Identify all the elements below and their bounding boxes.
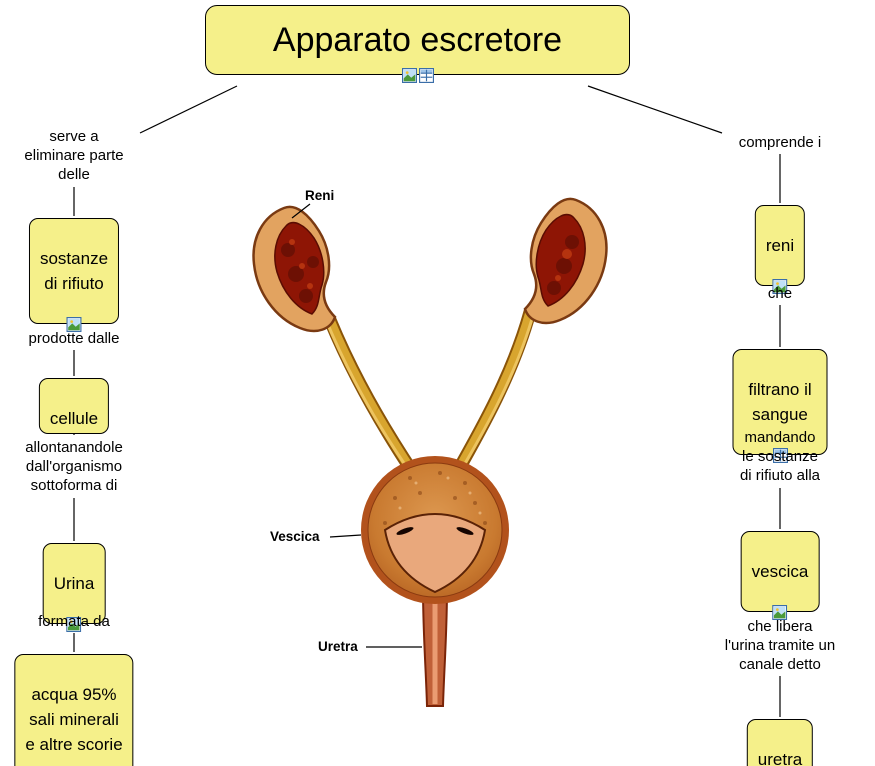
urinary-system-illustration: Reni Vescica Uretra	[252, 188, 608, 707]
root-label: Apparato escretore	[272, 20, 563, 59]
linking-phrase-allontanandole[interactable]: allontanandole dall'organismo sottoforma…	[25, 439, 123, 494]
linking-phrase-serve-a[interactable]: serve a eliminare parte delle	[24, 128, 124, 183]
linking-phrase-prodotte-dalle[interactable]: prodotte dalle	[28, 330, 120, 347]
ureters	[323, 305, 537, 481]
urethra-shape	[421, 587, 449, 707]
linking-phrase-comprende-i[interactable]: comprende i	[738, 134, 822, 151]
concept-node-root[interactable]: Apparato escretore	[205, 5, 630, 83]
illustration-labels: Reni Vescica Uretra	[270, 188, 422, 654]
node-label: Urina	[53, 574, 95, 593]
linking-phrase-formata-da[interactable]: formata da	[38, 613, 110, 630]
bladder-shape	[361, 456, 509, 604]
node-label: acqua 95% sali minerali e altre scorie	[25, 685, 123, 754]
kidneys-label: Reni	[305, 188, 334, 203]
connector-line	[139, 85, 238, 134]
table-resource-icon[interactable]	[772, 448, 788, 463]
left-kidney	[252, 205, 337, 333]
concept-node-uretra[interactable]: uretra	[746, 719, 814, 766]
linking-phrase-mandando[interactable]: mandando le sostanze di rifiuto alla	[739, 429, 821, 484]
image-resource-icon[interactable]	[66, 617, 82, 632]
node-label: vescica	[751, 562, 809, 581]
node-label: reni	[765, 236, 795, 255]
concept-node-reni[interactable]: reni	[754, 205, 806, 294]
linking-phrase-che-libera[interactable]: che libera l'urina tramite un canale det…	[724, 618, 836, 673]
image-resource-icon[interactable]	[772, 605, 788, 620]
concept-node-vescica[interactable]: vescica	[740, 531, 820, 620]
urethra-label: Uretra	[318, 639, 358, 654]
node-label: cellule	[49, 409, 99, 428]
concept-node-acqua-sali-scorie[interactable]: acqua 95% sali minerali e altre scorie	[14, 654, 134, 766]
root-resource-icons	[401, 68, 434, 83]
image-resource-icon[interactable]	[66, 317, 82, 332]
concept-node-cellule[interactable]: cellule	[38, 378, 110, 434]
concept-node-filtrano-il-sangue[interactable]: filtrano il sangue	[732, 349, 828, 463]
connector-line	[587, 85, 723, 134]
node-label: filtrano il sangue	[748, 380, 812, 424]
image-resource-icon[interactable]	[772, 279, 788, 294]
bladder-label: Vescica	[270, 529, 320, 544]
concept-node-urina[interactable]: Urina	[42, 543, 106, 632]
linking-phrase-che[interactable]: che	[767, 285, 793, 302]
image-resource-icon[interactable]	[401, 68, 417, 83]
right-kidney	[523, 197, 608, 325]
concept-node-sostanze-di-rifiuto[interactable]: sostanze di rifiuto	[28, 218, 120, 332]
table-resource-icon[interactable]	[418, 68, 434, 83]
node-label: uretra	[757, 750, 803, 766]
node-label: sostanze di rifiuto	[39, 249, 109, 293]
